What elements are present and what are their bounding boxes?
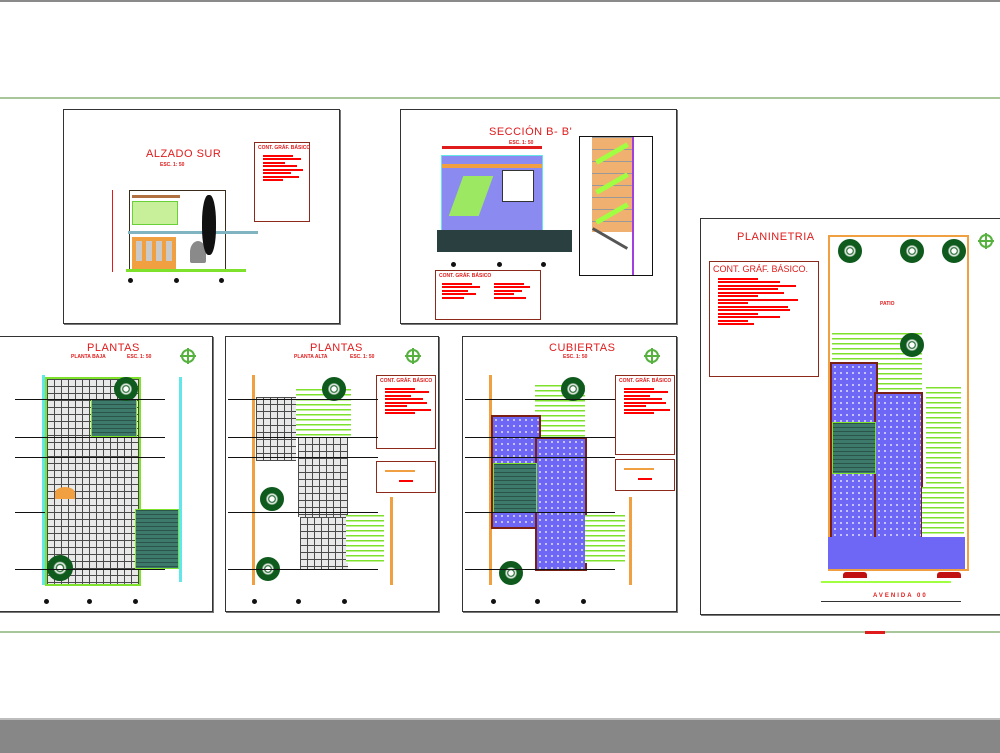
legend-title: CONT. GRÁF. BÁSICO <box>258 145 311 151</box>
tree-icon <box>561 377 585 401</box>
north-arrow-icon <box>180 348 196 364</box>
legend-title: CONT. GRÁF. BÁSICO <box>380 378 433 384</box>
sheet-title: CUBIERTAS <box>549 342 616 354</box>
sheet-scale: ESC. 1: 50 <box>160 162 185 168</box>
foundation <box>437 230 572 252</box>
legend-box: CONT. GRÁF. BÁSICO. <box>709 261 819 377</box>
sheet-scale: ESC. 1: 50 <box>127 354 152 360</box>
entry-marker <box>843 572 867 578</box>
legend-box: CONT. GRÁF. BÁSICO <box>435 270 541 320</box>
sheet-title: PLANTAS <box>87 342 140 354</box>
north-arrow-icon <box>405 348 421 364</box>
cypress-tree-icon <box>202 195 216 255</box>
tree-icon <box>322 377 346 401</box>
sheet-subtitle: PLANTA ALTA <box>294 354 328 360</box>
sheet-title: PLANTAS <box>310 342 363 354</box>
legend-box: CONT. GRÁF. BÁSICO <box>376 375 436 449</box>
legend-box: CONT. GRÁF. BÁSICO <box>615 375 675 455</box>
tree-icon <box>838 239 862 263</box>
status-bar <box>0 718 1000 753</box>
symbol-box <box>376 461 436 493</box>
section-drawing <box>441 146 543 232</box>
sheet-planinetria[interactable]: PLANINETRIA CONT. GRÁF. BÁSICO. PATIO AV… <box>700 218 1000 634</box>
sheet-title: PLANINETRIA <box>737 231 815 243</box>
tree-icon <box>114 377 138 401</box>
north-arrow-icon <box>978 233 994 249</box>
sheet-scale: ESC. 1: 50 <box>563 354 588 360</box>
sheet-planta-baja[interactable]: PLANTAS PLANTA BAJA ESC. 1: 50 <box>0 336 213 612</box>
sheet-title: SECCIÓN B- B' <box>489 126 573 138</box>
frame-top-line <box>0 97 1000 99</box>
patio-label: PATIO <box>880 301 895 307</box>
sheet-scale: ESC. 1: 50 <box>509 140 534 146</box>
sheet-cubiertas[interactable]: CUBIERTAS ESC. 1: 50 CONT. GRÁF. BÁSICO <box>462 336 677 612</box>
site-boundary: PATIO <box>828 235 969 571</box>
frame-bottom-line <box>0 631 1000 633</box>
street-label: AVENIDA 00 <box>873 593 928 599</box>
sheet-alzado-sur[interactable]: ALZADO SUR ESC. 1: 50 CONT. GRÁF. BÁSICO <box>63 109 340 324</box>
legend-title: CONT. GRÁF. BÁSICO. <box>713 264 809 274</box>
tree-icon <box>260 487 284 511</box>
sheet-scale: ESC. 1: 50 <box>350 354 375 360</box>
legend-title: CONT. GRÁF. BÁSICO <box>439 273 492 279</box>
tree-icon <box>499 561 523 585</box>
tree-icon <box>900 333 924 357</box>
legend-title: CONT. GRÁF. BÁSICO <box>619 378 672 384</box>
elevation-drawing <box>126 190 258 272</box>
symbol-box <box>615 459 675 491</box>
tree-icon <box>900 239 924 263</box>
stair-detail <box>579 136 653 276</box>
sheet-planta-alta[interactable]: PLANTAS PLANTA ALTA ESC. 1: 50 CONT. GRÁ… <box>225 336 439 612</box>
legend-box: CONT. GRÁF. BÁSICO <box>254 142 310 222</box>
sheet-seccion[interactable]: SECCIÓN B- B' ESC. 1: 50 CONT. GRÁF. BÁS… <box>400 109 677 324</box>
tree-icon <box>47 555 73 581</box>
sheet-subtitle: PLANTA BAJA <box>71 354 106 360</box>
entry-marker <box>937 572 961 578</box>
north-arrow-icon <box>644 348 660 364</box>
top-border <box>0 0 1000 2</box>
sheet-title: ALZADO SUR <box>146 148 222 160</box>
tree-icon <box>942 239 966 263</box>
